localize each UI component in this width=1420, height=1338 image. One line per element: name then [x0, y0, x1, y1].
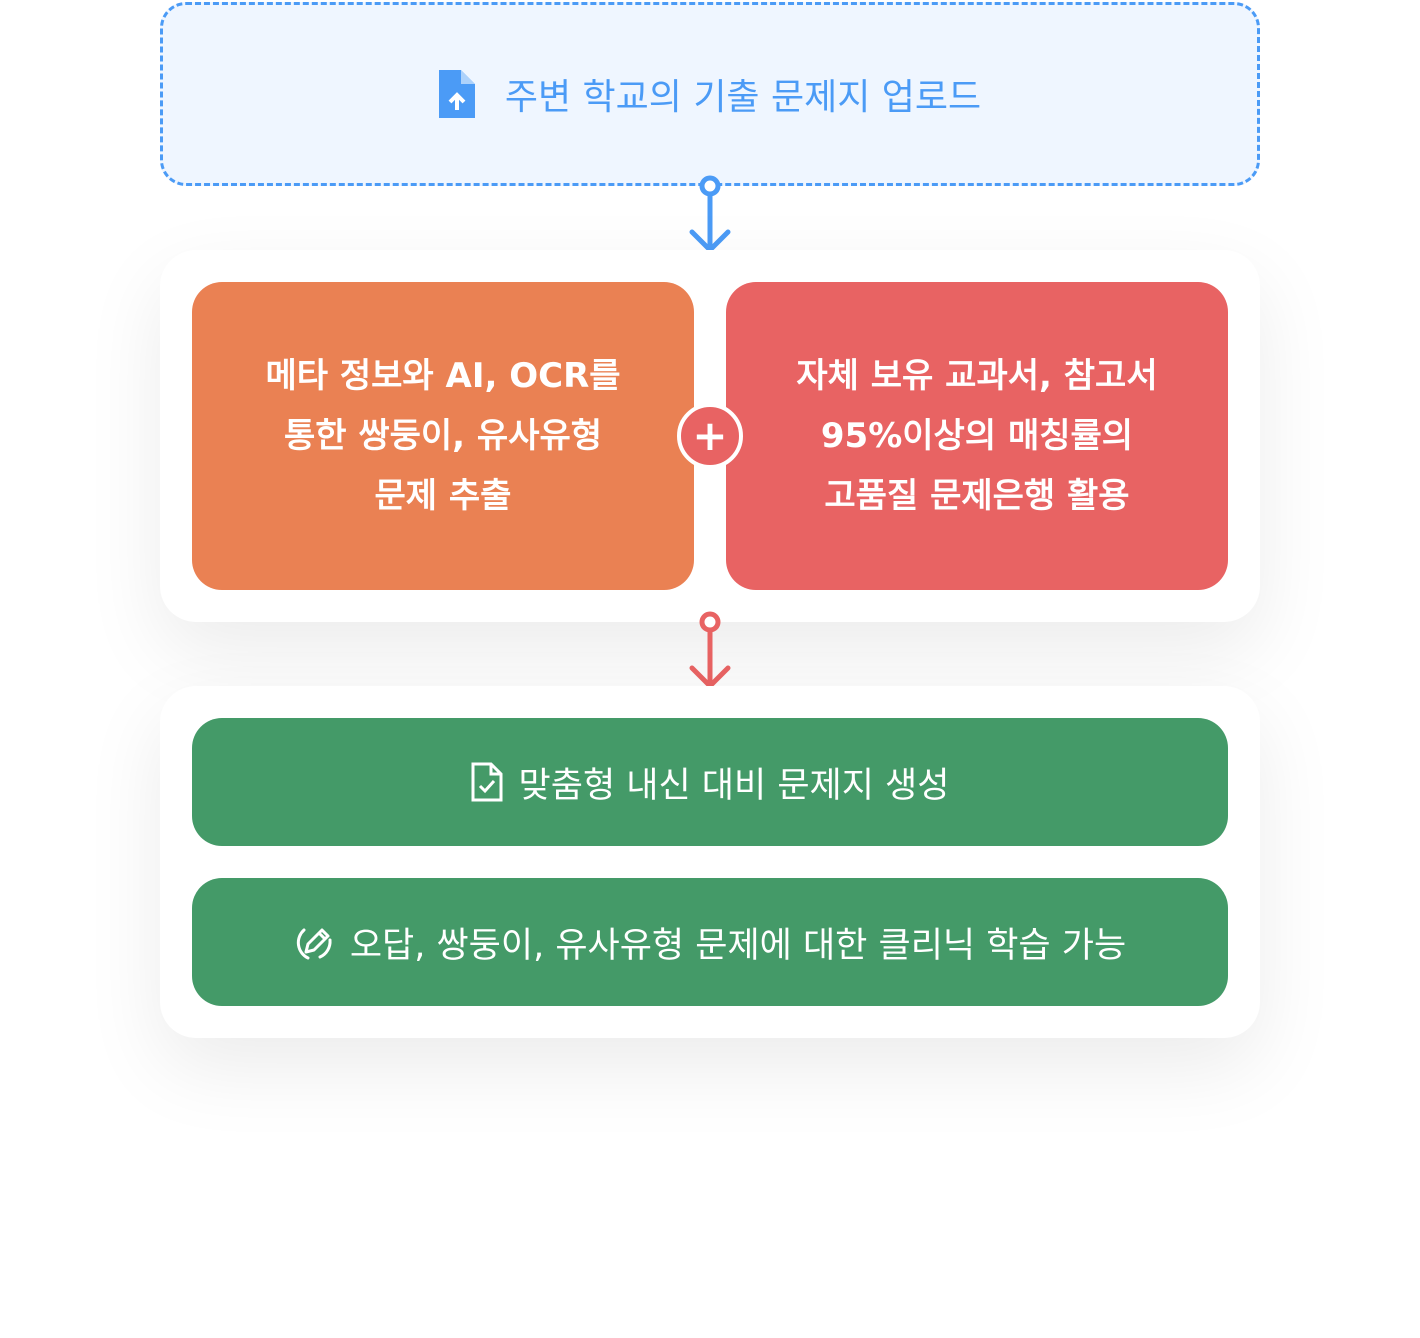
arrow-down-red: [689, 611, 731, 689]
custom-exam-result: 맞춤형 내신 대비 문제지 생성: [192, 718, 1228, 846]
upload-label: 주변 학교의 기출 문제지 업로드: [504, 77, 982, 118]
question-bank-card: 자체 보유 교과서, 참고서 95%이상의 매칭률의 고품질 문제은행 활용: [726, 282, 1228, 590]
pencil-circle-icon: [296, 928, 332, 960]
file-check-icon: [471, 762, 503, 802]
result-label: 맞춤형 내신 대비 문제지 생성: [518, 765, 950, 806]
result-label: 오답, 쌍둥이, 유사유형 문제에 대한 클리닉 학습 가능: [349, 925, 1127, 966]
file-upload-icon: [438, 70, 475, 118]
clinic-learning-result: 오답, 쌍둥이, 유사유형 문제에 대한 클리닉 학습 가능: [192, 878, 1228, 1006]
ai-ocr-card: 메타 정보와 AI, OCR를 통한 쌍둥이, 유사유형 문제 추출: [192, 282, 694, 590]
plus-icon: +: [677, 403, 743, 469]
arrow-down-blue: [689, 175, 731, 253]
upload-box[interactable]: 주변 학교의 기출 문제지 업로드: [160, 2, 1260, 186]
